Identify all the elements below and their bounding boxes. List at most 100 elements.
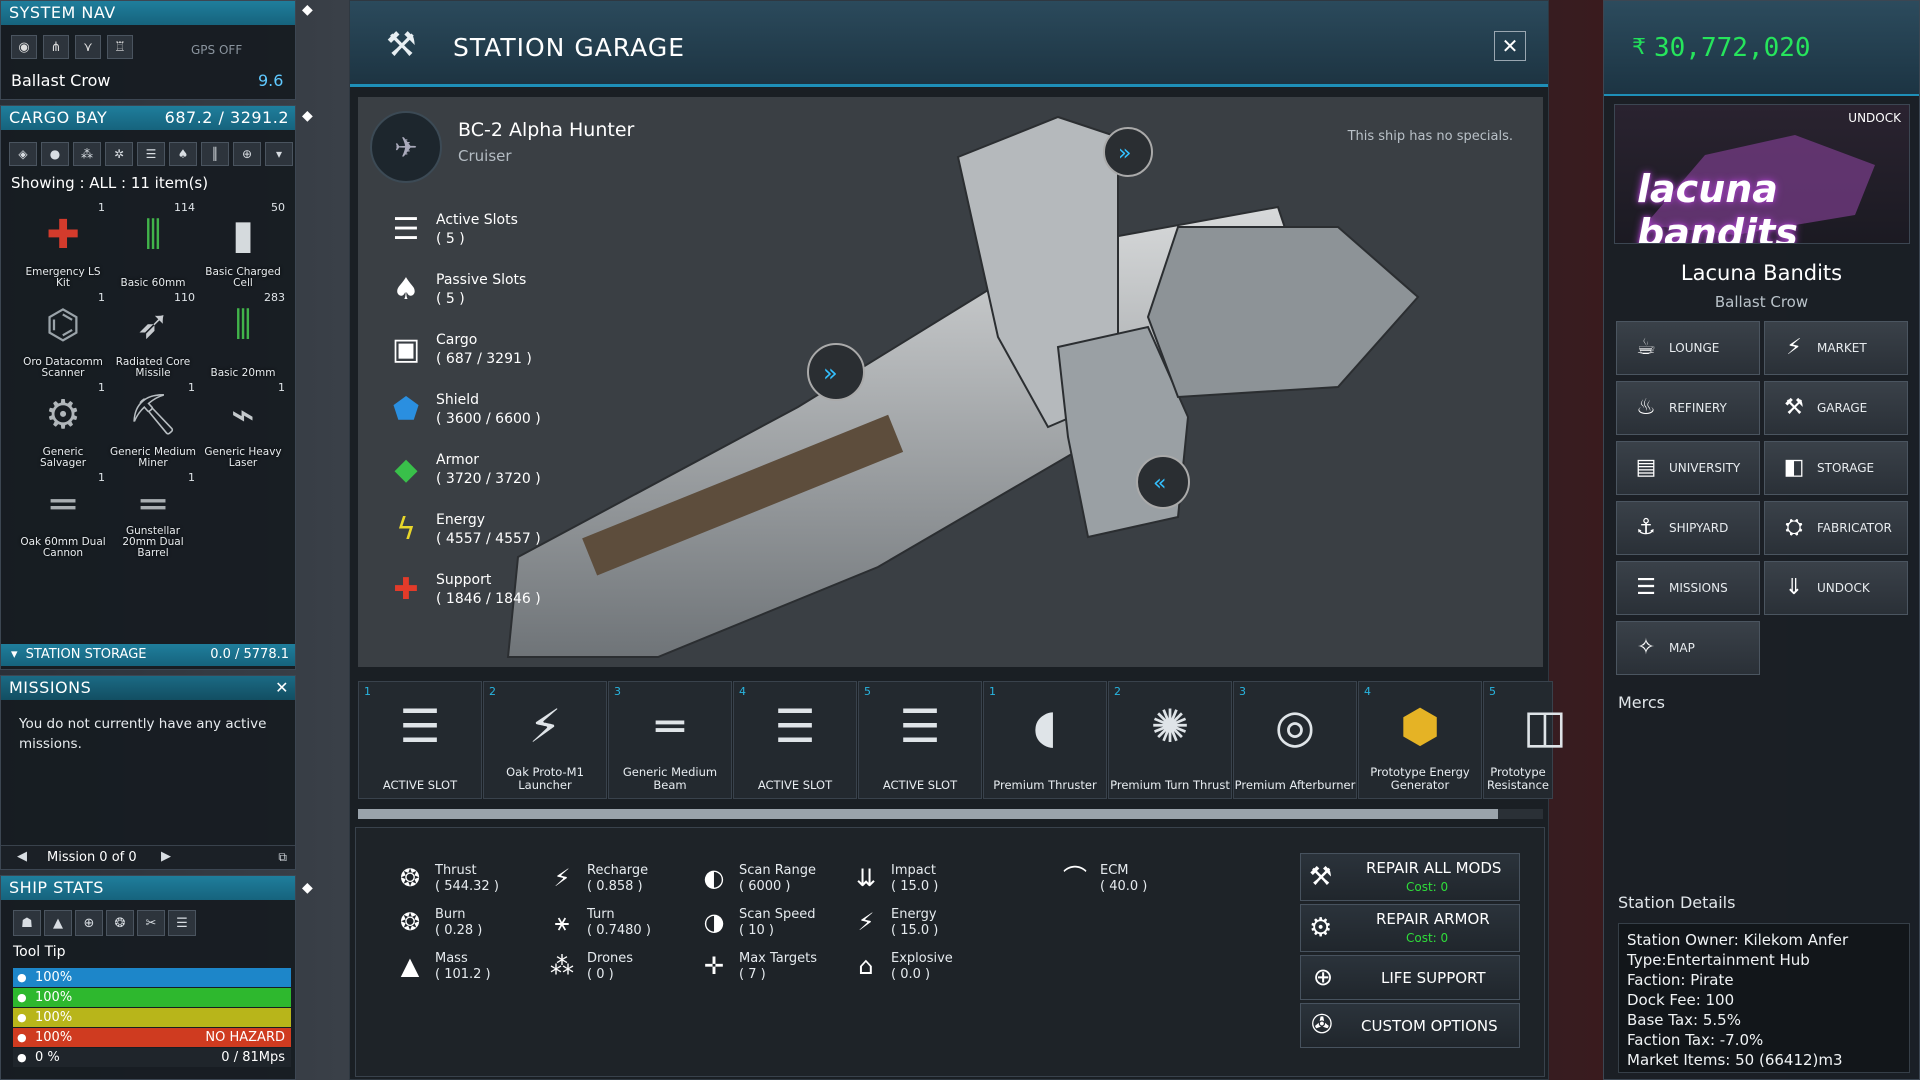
life-support-button[interactable]: ⊕ LIFE SUPPORT [1300,955,1520,1000]
service-label: REFINERY [1669,401,1727,415]
fabricator-icon: ⛭ [1785,515,1803,540]
ship-attr-value: ( 3600 / 6600 ) [436,411,541,427]
storage-icon: ◧ [1783,455,1805,480]
stat-value: ( 0.858 ) [587,879,643,894]
filter-salvage-icon[interactable]: ⁂ [73,142,101,166]
active-slot[interactable]: 2⚡Oak Proto-M1 Launcher [483,681,607,799]
nav-icon-row: ◉ ⋔ ⋎ ♖ [11,35,133,59]
passive-slot[interactable]: 5◫Prototype Resistance [1483,681,1567,799]
system-nav-panel: SYSTEM NAV ◉ ⋔ ⋎ ♖ GPS OFF Ballast Crow … [0,0,296,100]
repair-armor-button[interactable]: ⚙ REPAIR ARMOR Cost: 0 [1300,904,1520,952]
ammo-icon: ⦀ [144,212,162,258]
filter-passive-icon[interactable]: ♠ [169,142,197,166]
cargo-item-name: Gunstellar 20mm Dual Barrel [122,525,184,559]
battery-icon: ▮ [231,212,254,258]
filter-all-icon[interactable]: ◈ [9,142,37,166]
filter-ammo-icon[interactable]: ║ [201,142,229,166]
prev-mission-icon[interactable]: ◀ [17,849,27,864]
cargo-item-name: Basic Charged Cell [205,266,281,289]
cargo-item-qty: 110 [174,291,195,304]
pirate-ship-logo [1645,135,1875,235]
passive-slot[interactable]: 4⬢Prototype Energy Generator [1358,681,1482,799]
active-slot[interactable]: 3═Generic Medium Beam [608,681,732,799]
shield-tab-icon[interactable]: ☗ [13,910,41,936]
life-support-icon: ⊕ [1313,963,1334,991]
close-missions-icon[interactable]: ✕ [275,678,289,697]
next-mission-icon[interactable]: ▶ [161,849,171,864]
stat-bar-right: NO HAZARD [205,1030,285,1045]
credits-icon: ₹ [1632,35,1646,60]
repair-all-mods-button[interactable]: ⚒ REPAIR ALL MODS Cost: 0 [1300,853,1520,901]
close-garage-button[interactable]: ✕ [1494,31,1526,61]
service-storage-button[interactable]: ◧STORAGE [1764,441,1908,495]
passive-slot[interactable]: 1◖Premium Thruster [983,681,1107,799]
expand-missions-icon[interactable]: ⧉ [278,850,287,864]
filter-ore-icon[interactable]: ● [41,142,69,166]
filter-slots-icon[interactable]: ☰ [137,142,165,166]
service-map-button[interactable]: ✧MAP [1616,621,1760,675]
stat-bar-value: 100% [35,1010,73,1025]
service-university-button[interactable]: ▤UNIVERSITY [1616,441,1760,495]
cargo-item-qty: 1 [188,381,195,394]
repair-armor-cost: Cost: 0 [1406,931,1449,945]
filter-more-icon[interactable]: ▾ [265,142,293,166]
active-slot[interactable]: 5☰ACTIVE SLOT [858,681,982,799]
collapse-nav-arrow-icon[interactable]: ◆ [302,2,313,18]
slot-number: 4 [1364,685,1371,698]
passive-slot[interactable]: 3◎Premium Afterburner [1233,681,1357,799]
active-slot[interactable]: 1☰ACTIVE SLOT [358,681,482,799]
service-lounge-button[interactable]: ☕LOUNGE [1616,321,1760,375]
list-tab-icon[interactable]: ☰ [168,910,196,936]
active-slot[interactable]: 4☰ACTIVE SLOT [733,681,857,799]
stat-value: ( 6000 ) [739,879,791,894]
target-icon[interactable]: ◉ [11,35,37,59]
thrust-tab-icon[interactable]: ❂ [106,910,134,936]
filter-support-icon[interactable]: ⊕ [233,142,261,166]
ship-engine-stripe [582,414,904,576]
stat-bar-value: 100% [35,990,73,1005]
support-tab-icon[interactable]: ⊕ [75,910,103,936]
tools-tab-icon[interactable]: ✂ [137,910,165,936]
service-shipyard-button[interactable]: ⚓SHIPYARD [1616,501,1760,555]
collapse-stats-arrow-icon[interactable]: ◆ [302,880,313,896]
slot-scroll-thumb[interactable] [358,809,1498,819]
navigation-tab-icon[interactable]: ▲ [44,910,72,936]
service-market-button[interactable]: ⚡MARKET [1764,321,1908,375]
station-detail-line: Type:Entertainment Hub [1627,951,1810,969]
station-storage-bar[interactable]: ▾ STATION STORAGE 0.0 / 5778.1 [1,644,295,666]
service-missions-button[interactable]: ☰MISSIONS [1616,561,1760,615]
autopilot-icon[interactable]: ♖ [107,35,133,59]
undock-top-button[interactable]: UNDOCK [1848,111,1901,125]
service-fabricator-button[interactable]: ⛭FABRICATOR [1764,501,1908,555]
slot-number: 2 [489,685,496,698]
route-icon[interactable]: ⋔ [43,35,69,59]
service-undock-button[interactable]: ⇓UNDOCK [1764,561,1908,615]
ship-viewport[interactable]: » » « ✈ BC-2 Alpha Hunter Cruiser This s… [358,97,1543,667]
service-label: MISSIONS [1669,581,1728,595]
slot-scrollbar[interactable] [358,809,1543,819]
recharge-icon: ⚡ [553,864,571,892]
service-garage-button[interactable]: ⚒GARAGE [1764,381,1908,435]
station-logo-box: UNDOCK lacuna bandits [1614,104,1910,244]
ship-attr-name: Shield [436,392,480,408]
service-refinery-button[interactable]: ♨REFINERY [1616,381,1760,435]
filter-modules-icon[interactable]: ✲ [105,142,133,166]
passive-slot[interactable]: 2✺Premium Turn Thrust [1108,681,1232,799]
garage-wrench-icon: ⚒ [386,25,417,65]
ship-thumbnail-icon: ✈ [370,111,442,183]
medkit-icon: ✚ [46,212,80,258]
custom-options-button[interactable]: ✇ CUSTOM OPTIONS [1300,1003,1520,1048]
waypoint-icon[interactable]: ⋎ [75,35,101,59]
collapse-cargo-arrow-icon[interactable]: ◆ [302,108,313,124]
